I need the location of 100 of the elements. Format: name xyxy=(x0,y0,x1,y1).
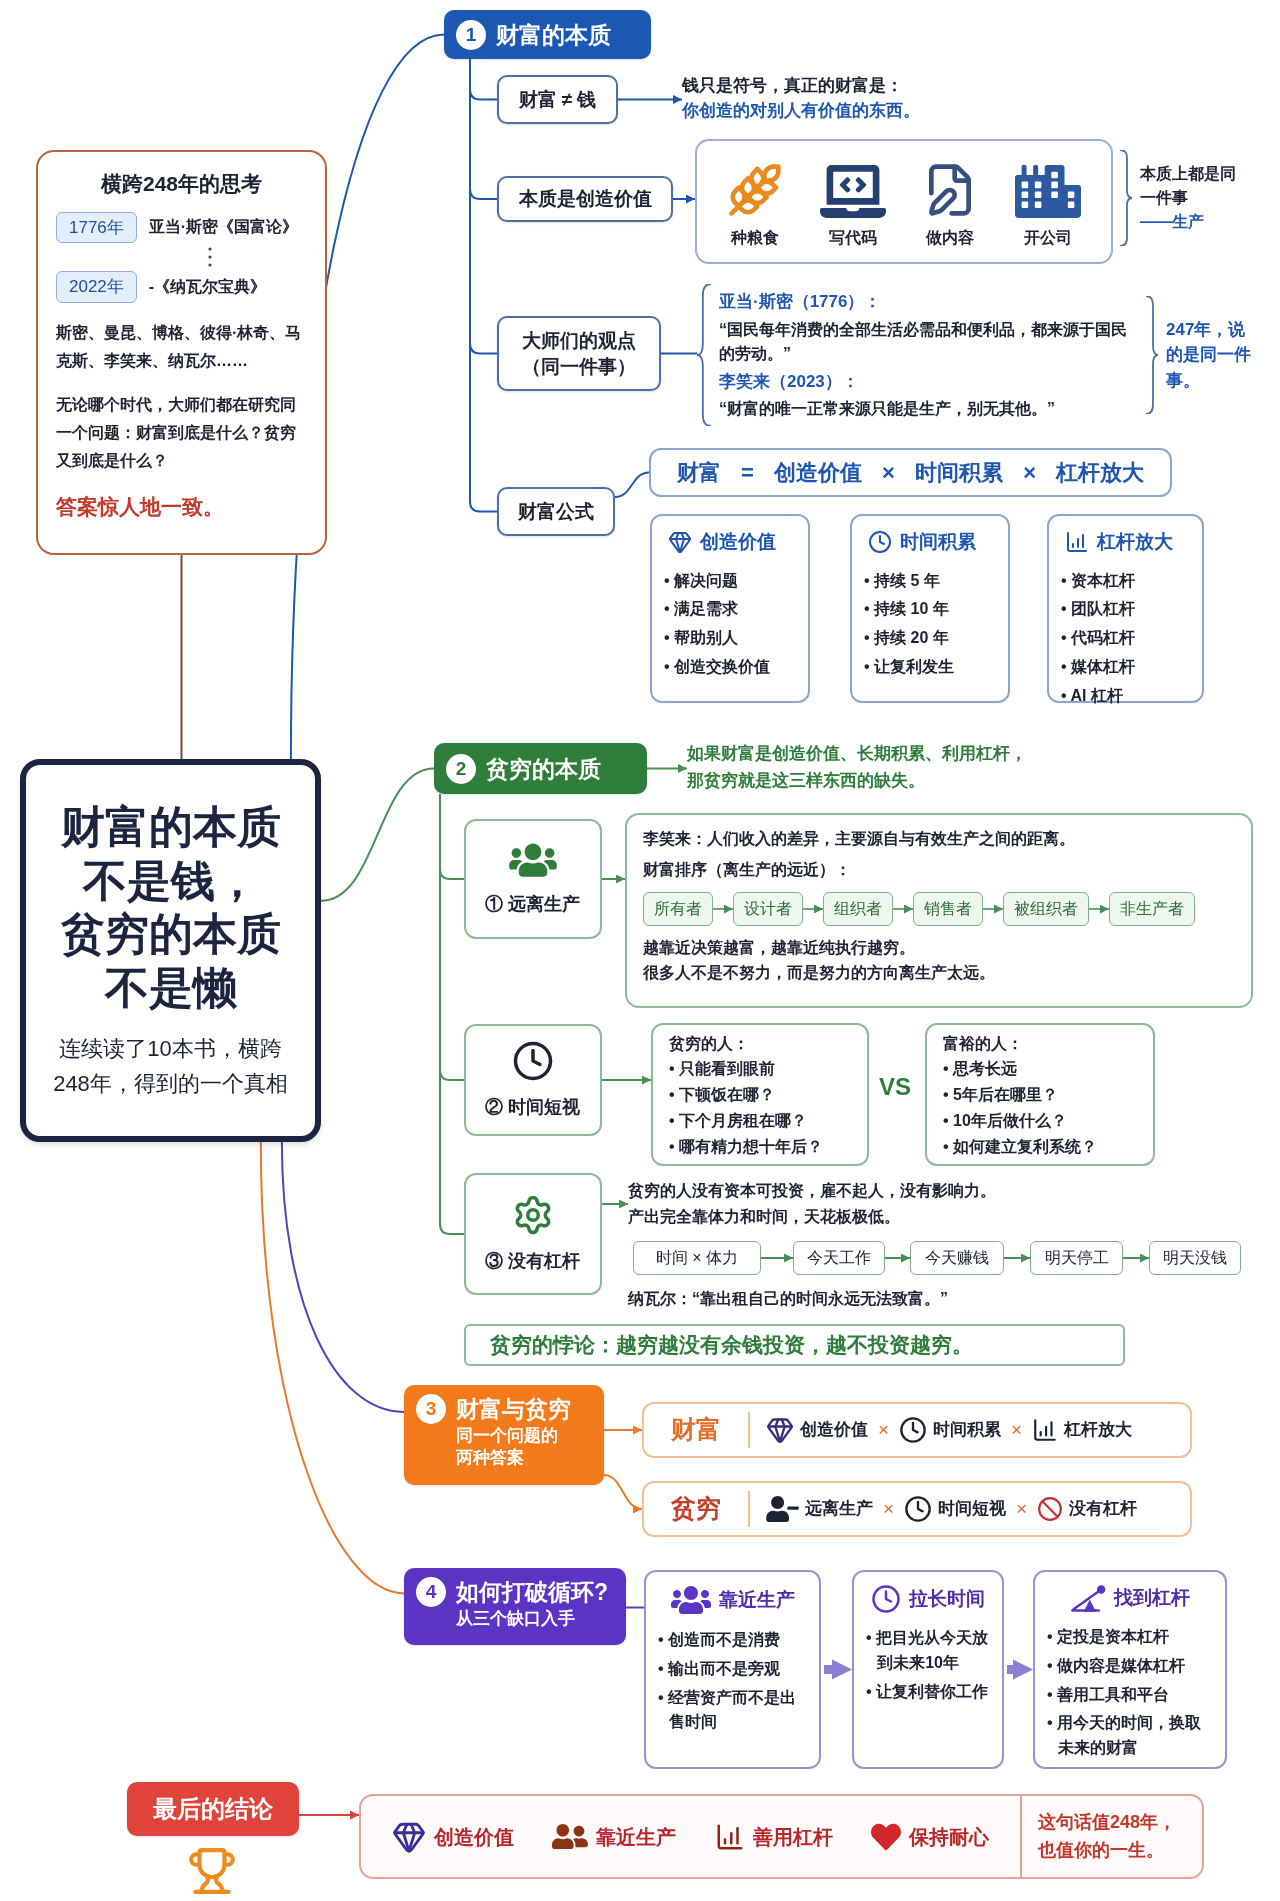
arrow xyxy=(802,904,824,914)
quote-text: “国民每年消费的全部生活必需品和便利品，都来源于国民的劳动。” xyxy=(719,319,1128,364)
section-header xyxy=(404,1568,626,1645)
year-tag xyxy=(56,271,137,303)
arrow xyxy=(982,904,1004,914)
book-label: 亚当·斯密《国富论》 xyxy=(148,217,299,238)
section-header xyxy=(404,1385,604,1485)
conclusion-panel xyxy=(359,1794,1204,1879)
factor-label: 杠杆放大 xyxy=(1064,1419,1133,1442)
section-header xyxy=(444,10,651,59)
arrow xyxy=(1088,904,1110,914)
multiply-sign: × xyxy=(1016,1496,1028,1521)
note-text: 贫穷的人没有资本可投资，雇不起人，没有影响力。 xyxy=(628,1181,997,1202)
topic-box xyxy=(497,176,673,222)
arrow xyxy=(601,1075,652,1085)
vs-label: VS xyxy=(879,1072,911,1102)
bullet-item: • 做内容是媒体杠杆 xyxy=(1047,1655,1187,1676)
paragraph: 越靠近决策越富，越靠近纯执行越穷。 xyxy=(643,938,916,958)
arrow xyxy=(603,1425,643,1435)
bullet-item: • 持续 5 年 xyxy=(864,570,941,591)
rank-label: 所有者 xyxy=(654,899,702,919)
note-text: 产出完全靠体力和时间，天花板极低。 xyxy=(628,1207,901,1227)
topic-label: 本质是创造价值 xyxy=(518,187,652,212)
step-box xyxy=(793,1241,885,1275)
step-box xyxy=(1030,1241,1123,1275)
note-text: 如果财富是创造价值、长期积累、利用杠杆，那贫穷就是这三样东西的缺失。 xyxy=(687,740,1037,796)
step-label: 明天没钱 xyxy=(1163,1248,1227,1268)
bullet-item: • 哪有精力想十年后？ xyxy=(669,1137,825,1157)
card-heading: 贫穷的人： xyxy=(669,1034,750,1054)
step-label: 今天赚钱 xyxy=(925,1248,989,1268)
bullet-item: • 只能看到眼前 xyxy=(669,1059,777,1079)
card-heading: 时间积累 xyxy=(900,530,976,554)
paragraph: 斯密、曼昆、博格、彼得·林奇、马克斯、李笑来、纳瓦尔…… xyxy=(56,322,303,371)
topic-label: 财富公式 xyxy=(518,499,594,524)
example-caption: 开公司 xyxy=(1023,228,1072,248)
bullet-item: • 代码杠杆 xyxy=(1061,628,1137,649)
bullet-item: • 思考长远 xyxy=(943,1059,1019,1079)
quote-text: 纳瓦尔：“靠出租自己的时间永远无法致富。” xyxy=(628,1289,948,1309)
formula-text: 财富 = 创造价值 × 时间积累 × 杠杆放大 xyxy=(676,459,1145,487)
topic-box xyxy=(497,75,618,124)
bullet-item: • 10年后做什么？ xyxy=(943,1111,1068,1131)
example-caption: 种粮食 xyxy=(731,228,780,248)
year-label: 1776年 xyxy=(69,216,124,239)
arrow xyxy=(892,904,914,914)
connector-line xyxy=(320,767,435,902)
quote-author: 亚当·斯密（1776）： xyxy=(719,291,883,313)
card-heading: 靠近生产 xyxy=(718,1587,795,1612)
bullet-item: • 下顿饭在哪？ xyxy=(669,1085,777,1105)
topic-label: 大师们的观点（同一件事） xyxy=(521,328,637,379)
arrow xyxy=(760,1253,794,1263)
bullet-item: • 持续 20 年 xyxy=(864,628,950,649)
rank-tag xyxy=(643,892,713,926)
section-title: 贫穷的本质 xyxy=(486,754,601,784)
comparison-card xyxy=(651,1023,869,1166)
bullet-item: • 团队杠杆 xyxy=(1061,599,1137,620)
bullet-item: • 善用工具和平台 xyxy=(1047,1684,1171,1705)
rank-tag xyxy=(823,892,893,926)
example-caption: 做内容 xyxy=(926,228,975,248)
step-label: 明天停工 xyxy=(1044,1248,1109,1268)
arrow xyxy=(672,194,696,204)
connector-line xyxy=(259,1141,405,1595)
factor-label: 时间积累 xyxy=(933,1419,1002,1442)
step-box xyxy=(633,1241,761,1275)
arrow xyxy=(601,1199,629,1209)
card-heading: 创造价值 xyxy=(700,530,776,554)
paragraph: 很多人不是不努力，而是努力的方向离生产太远。 xyxy=(643,962,996,983)
multiply-sign: × xyxy=(878,1417,890,1442)
note-card xyxy=(36,150,327,555)
bullet-item: • 经营资产而不是出售时间 xyxy=(658,1687,798,1733)
multiply-sign: × xyxy=(1011,1417,1023,1442)
action-card xyxy=(644,1570,821,1769)
bullet-item: • 持续 10 年 xyxy=(864,599,950,620)
conclusion-text: 答案惊人地一致。 xyxy=(56,493,225,520)
factor-label: ③ 没有杠杆 xyxy=(485,1249,581,1273)
section-number: 3 xyxy=(416,1394,446,1424)
rank-label: 非生产者 xyxy=(1120,899,1184,919)
highlight-bar xyxy=(464,1324,1125,1366)
principle-label: 创造价值 xyxy=(434,1824,515,1850)
section-title: 财富与贫穷 xyxy=(456,1395,571,1424)
factor-label: 时间短视 xyxy=(938,1498,1007,1521)
paragraph: 财富排序（离生产的远近）： xyxy=(643,860,852,880)
arrow xyxy=(1003,1253,1031,1263)
connector-line xyxy=(660,352,698,355)
principle-label: 善用杠杆 xyxy=(752,1824,833,1850)
connector-line xyxy=(180,554,183,760)
info-card xyxy=(650,514,810,703)
rank-label: 销售者 xyxy=(924,899,972,919)
bullet-item: • 如何建立复利系统？ xyxy=(943,1137,1099,1157)
connector-line xyxy=(625,1606,645,1609)
arrow xyxy=(601,874,626,884)
bullet-item: • 创造交换价值 xyxy=(664,656,772,677)
factor-box xyxy=(464,1173,602,1295)
side-note: ——生产 xyxy=(1140,212,1205,232)
card-heading: 拉长时间 xyxy=(909,1586,985,1611)
card-heading: 找到杠杆 xyxy=(1114,1586,1190,1611)
factor-box xyxy=(464,1024,602,1136)
examples-panel xyxy=(695,139,1113,264)
step-box xyxy=(910,1241,1004,1275)
quote-text: “财富的唯一正常来源只能是生产，别无其他。” xyxy=(719,399,1056,419)
action-card xyxy=(1033,1570,1227,1769)
